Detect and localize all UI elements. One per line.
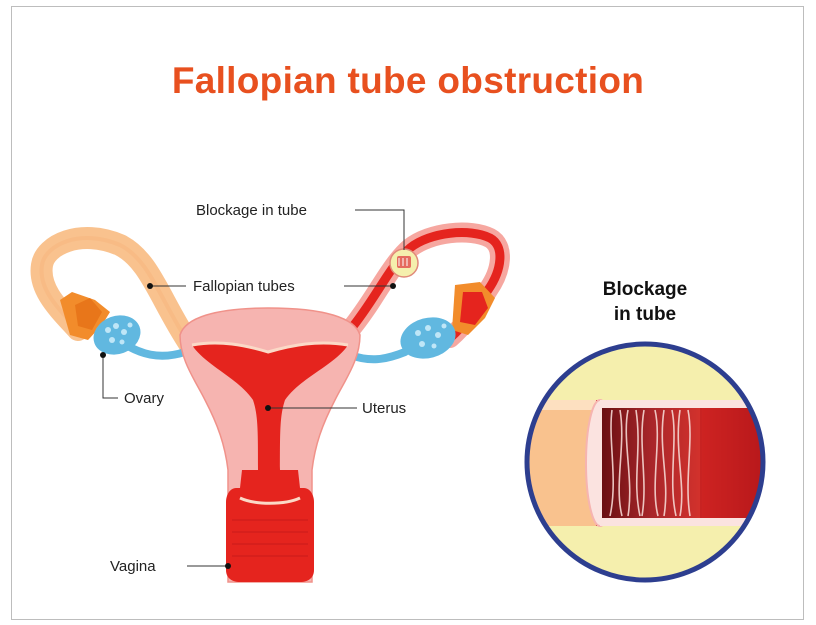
uterus (180, 308, 360, 582)
label-ovary: Ovary (124, 390, 165, 407)
label-uterus: Uterus (362, 400, 406, 417)
label-fallopian-tubes: Fallopian tubes (193, 278, 295, 295)
label-vagina: Vagina (110, 558, 156, 575)
right-ovary (396, 311, 460, 364)
right-ovarian-ligament (350, 352, 405, 359)
blockage-inset (520, 344, 776, 580)
label-blockage: Blockage in tube (196, 202, 307, 219)
blockage-marker (390, 249, 418, 277)
inset-title-line2: in tube (614, 304, 676, 325)
inset-title-line1: Blockage (603, 279, 687, 300)
